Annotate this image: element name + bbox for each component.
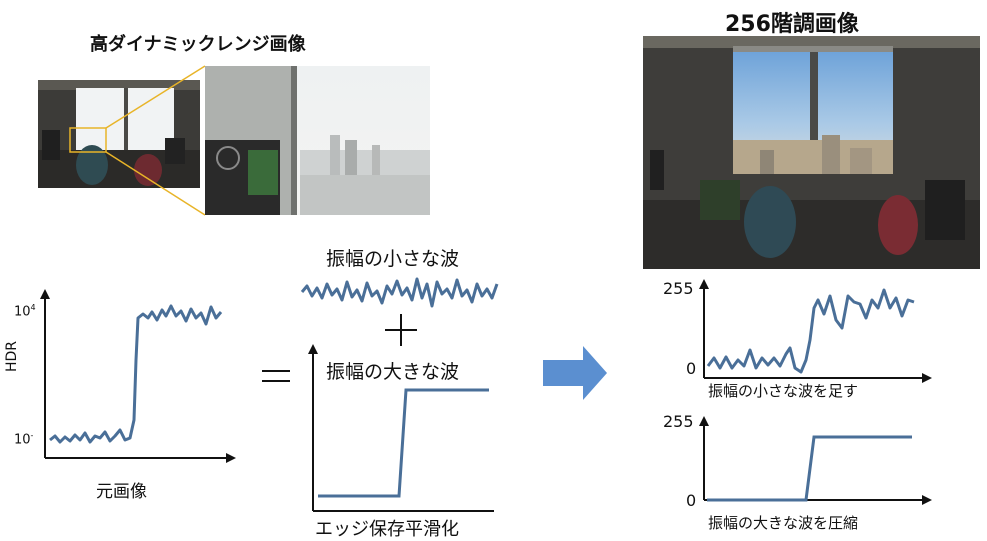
compressed-wave-line (707, 435, 912, 502)
zoom-line-top (105, 65, 206, 129)
hdr-y-axis-label: HDR (4, 340, 20, 372)
small-wave-label: 振幅の小さな波 (326, 248, 460, 270)
hdr-office-photo (38, 80, 200, 188)
reconstructed-wave-line (706, 288, 915, 374)
hdr-x-axis-label: 元画像 (96, 482, 147, 502)
added-small-wave-graph (699, 279, 932, 383)
large-wave-label: 振幅の大きな波 (326, 361, 460, 383)
ldr-office-photo (643, 36, 980, 269)
top-right-x-axis-label: 振幅の小さな波を足す (708, 382, 859, 400)
hdr-zoomed-crop (205, 66, 430, 215)
edge-preserving-smoothing-label: エッジ保存平滑化 (315, 519, 459, 540)
hdr-signal-graph (40, 289, 236, 463)
top-right-y-tick-bottom: 0 (686, 359, 697, 378)
compressed-large-wave-graph (699, 416, 932, 505)
zoom-line-bottom (105, 151, 206, 216)
right-arrow-icon (543, 346, 607, 400)
ldr-image-title: 256階調画像 (725, 12, 859, 37)
small-amplitude-wave (300, 277, 499, 308)
bottom-right-y-tick-top: 255 (663, 412, 694, 431)
large-amplitude-wave (318, 388, 489, 498)
hdr-signal-line (49, 304, 223, 444)
plus-sign-shape (385, 314, 417, 346)
large-wave-graph (308, 344, 494, 512)
hdr-y-tick-top: 104 (14, 303, 36, 320)
bottom-right-y-tick-bottom: 0 (686, 491, 697, 510)
equals-sign-text: = (270, 370, 271, 371)
hdr-image-title: 高ダイナミックレンジ画像 (90, 34, 306, 55)
equals-sign-shape (262, 370, 290, 382)
hdr-y-tick-bottom: 10- (14, 431, 34, 448)
top-right-y-tick-top: 255 (663, 279, 694, 298)
bottom-right-x-axis-label: 振幅の大きな波を圧縮 (708, 514, 859, 532)
plus-sign-text: + (394, 320, 395, 321)
